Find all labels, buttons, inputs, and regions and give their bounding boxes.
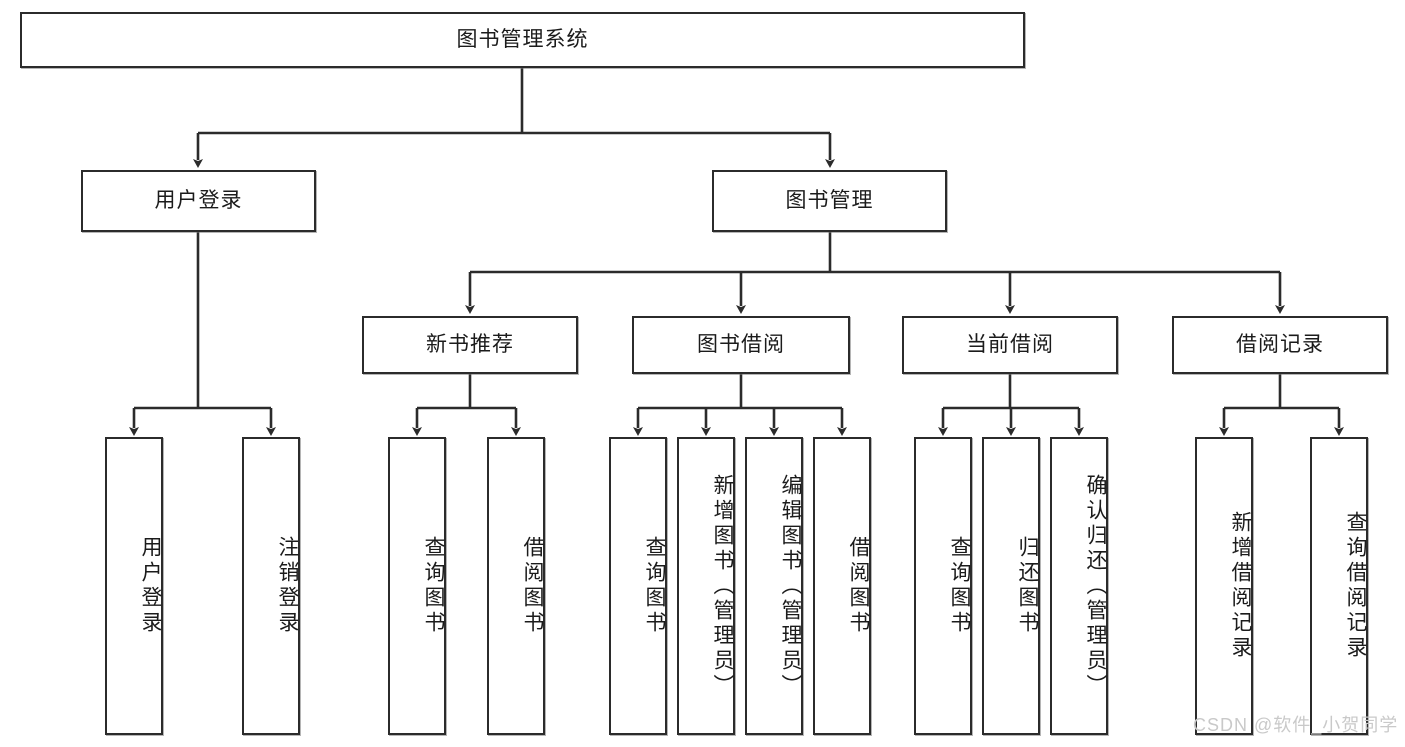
node-label: 新书推荐: [426, 332, 514, 356]
node-leaf-edit-book[interactable]: 编辑图书（管理员）: [745, 437, 803, 735]
node-new-book-rec[interactable]: 新书推荐: [362, 316, 578, 374]
node-label: 归还图书: [1016, 536, 1039, 636]
node-label: 图书管理系统: [456, 27, 589, 51]
node-leaf-return-book[interactable]: 归还图书: [982, 437, 1040, 735]
node-borrow-record[interactable]: 借阅记录: [1172, 316, 1388, 374]
node-label: 查询图书: [422, 536, 445, 636]
node-leaf-query-record[interactable]: 查询借阅记录: [1310, 437, 1368, 735]
node-leaf-add-record[interactable]: 新增借阅记录: [1195, 437, 1253, 735]
node-label: 新增借阅记录: [1229, 511, 1252, 661]
node-user-login[interactable]: 用户登录: [81, 170, 316, 232]
node-label: 图书管理: [785, 188, 874, 212]
node-label: 确认归还（管理员）: [1084, 473, 1107, 699]
node-leaf-borrow-book-2[interactable]: 借阅图书: [813, 437, 871, 735]
node-book-manage[interactable]: 图书管理: [712, 170, 947, 232]
node-label: 用户登录: [139, 536, 162, 636]
node-leaf-confirm-return[interactable]: 确认归还（管理员）: [1050, 437, 1108, 735]
node-leaf-query-book-2[interactable]: 查询图书: [609, 437, 667, 735]
node-root[interactable]: 图书管理系统: [20, 12, 1025, 68]
node-label: 借阅图书: [521, 536, 544, 636]
node-leaf-user-logout[interactable]: 注销登录: [242, 437, 300, 735]
node-label: 查询借阅记录: [1344, 511, 1367, 661]
node-leaf-user-login[interactable]: 用户登录: [105, 437, 163, 735]
node-label: 查询图书: [948, 536, 971, 636]
node-leaf-add-book[interactable]: 新增图书（管理员）: [677, 437, 735, 735]
node-label: 借阅记录: [1236, 332, 1324, 356]
node-label: 查询图书: [643, 536, 666, 636]
node-label: 注销登录: [276, 536, 299, 636]
node-leaf-query-book-1[interactable]: 查询图书: [388, 437, 446, 735]
watermark: CSDN @软件_小贺同学: [1193, 715, 1399, 735]
node-label: 新增图书（管理员）: [711, 473, 734, 699]
node-label: 编辑图书（管理员）: [779, 473, 802, 699]
node-book-borrow[interactable]: 图书借阅: [632, 316, 850, 374]
node-label: 借阅图书: [847, 536, 870, 636]
node-leaf-borrow-book-1[interactable]: 借阅图书: [487, 437, 545, 735]
node-label: 当前借阅: [966, 332, 1054, 356]
node-label: 图书借阅: [697, 332, 785, 356]
node-leaf-query-book-3[interactable]: 查询图书: [914, 437, 972, 735]
node-label: 用户登录: [154, 188, 243, 212]
node-current-borrow[interactable]: 当前借阅: [902, 316, 1118, 374]
